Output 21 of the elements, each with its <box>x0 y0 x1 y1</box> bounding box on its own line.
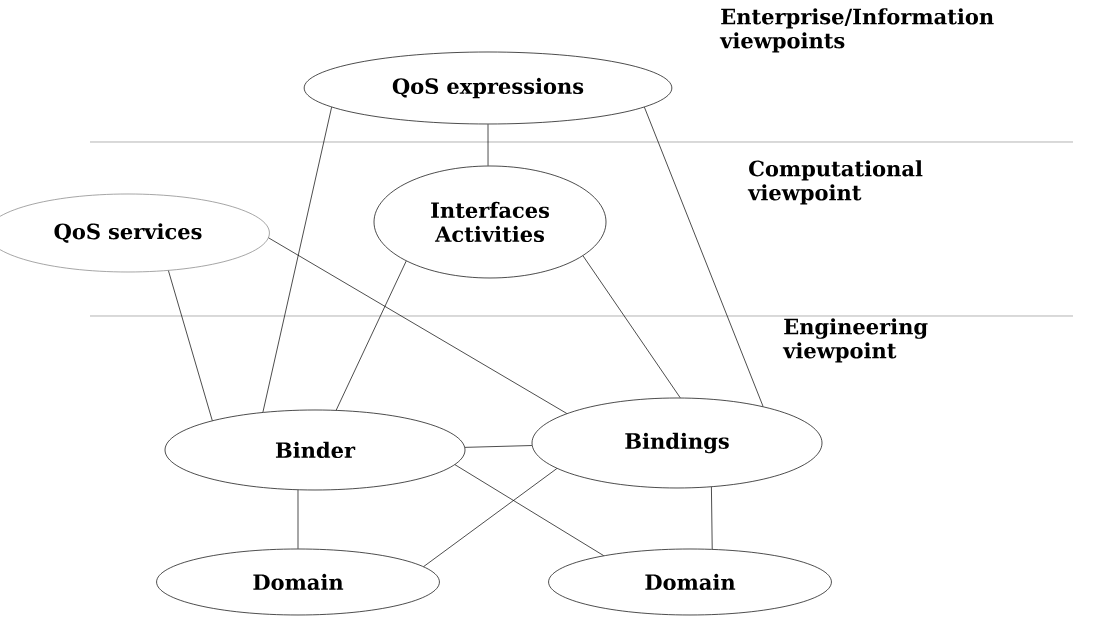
connector-line <box>487 124 489 166</box>
ellipse-node: Domain <box>156 548 440 616</box>
viewpoint-label: Computational viewpoint <box>747 160 923 205</box>
ellipse-node: Interfaces Activities <box>373 165 607 279</box>
connector-line <box>297 489 299 549</box>
ellipse-node: Domain <box>548 548 832 616</box>
connector-line <box>262 106 332 413</box>
connector-line <box>711 486 713 550</box>
connector-line <box>268 237 568 414</box>
connector-line <box>423 468 558 567</box>
connector-line <box>335 260 407 411</box>
viewpoint-label: Engineering viewpoint <box>782 318 928 363</box>
ellipse-node: QoS expressions <box>303 51 673 125</box>
connector-line <box>582 255 681 398</box>
ellipse-node: Bindings <box>531 397 823 489</box>
connector-line <box>644 106 764 407</box>
viewpoint-label: Enterprise/Information viewpoints <box>719 8 994 53</box>
connector-line <box>168 270 213 421</box>
connector-line <box>464 445 533 448</box>
ellipse-node: Binder <box>164 409 466 491</box>
connector-line <box>454 464 604 556</box>
